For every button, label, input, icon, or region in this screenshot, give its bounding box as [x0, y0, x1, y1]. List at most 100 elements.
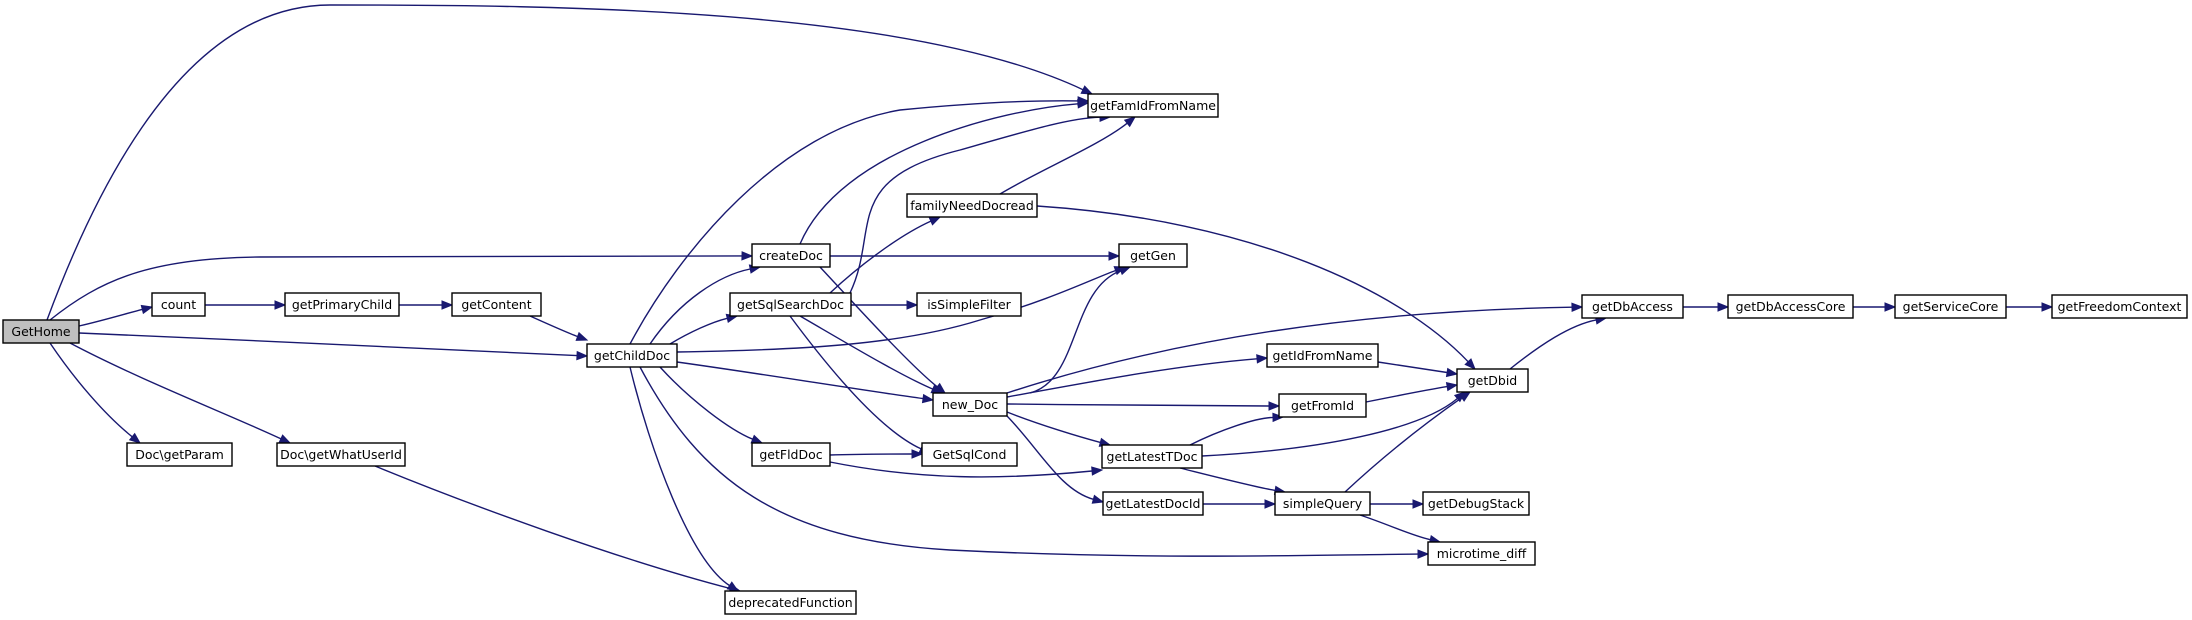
node-get-db-access-core[interactable]: getDbAccessCore [1727, 294, 1854, 319]
edge-arrowhead [1445, 381, 1459, 392]
edge-new-doc-to-get-id-from-name [1006, 354, 1269, 398]
node-box [921, 442, 1018, 467]
edge-simple-query-to-microtime-diff [1359, 514, 1442, 545]
node-label: getDebugStack [1428, 496, 1525, 511]
edge-line [676, 361, 924, 400]
edge-doc-get-what-user-id-to-deprecated-function [374, 465, 742, 593]
edge-arrowhead [741, 251, 754, 261]
edge-get-db-access-core-to-get-service-core [1852, 302, 1897, 312]
node-get-home[interactable]: GetHome [2, 319, 80, 344]
node-get-primary-child[interactable]: getPrimaryChild [284, 292, 400, 317]
edge-arrowhead [575, 331, 589, 341]
edge-line [1365, 385, 1448, 403]
node-box [1727, 294, 1854, 319]
edge-arrowhead [1717, 302, 1730, 312]
node-label: microtime_diff [1437, 546, 1527, 561]
node-microtime-diff[interactable]: microtime_diff [1427, 541, 1536, 566]
edge-line [46, 4, 1084, 321]
edge-arrowhead [576, 350, 589, 361]
edge-line [529, 315, 578, 338]
node-deprecated-function[interactable]: deprecatedFunction [724, 590, 857, 615]
edge-line [639, 366, 1419, 557]
edge-line [849, 116, 1101, 294]
edge-line [1029, 269, 1121, 394]
edge-family-need-docread-to-get-fam-id-from-name [999, 116, 1137, 195]
edge-line [999, 122, 1128, 195]
edge-arrowhead [1412, 499, 1425, 509]
edge-get-primary-child-to-get-content [399, 300, 454, 310]
edge-count-to-get-primary-child [205, 300, 287, 310]
edge-arrowhead [911, 449, 924, 459]
edge-line [1006, 306, 1573, 394]
node-label: Doc\getWhatUserId [280, 447, 402, 462]
edge-arrowhead [1123, 116, 1137, 128]
edge-arrowhead [1464, 358, 1476, 370]
edge-line [1006, 403, 1270, 407]
node-label: deprecatedFunction [728, 595, 852, 610]
node-get-sql-cond[interactable]: GetSqlCond [921, 442, 1018, 467]
edge-line [49, 342, 133, 438]
node-get-db-access[interactable]: getDbAccess [1581, 294, 1684, 319]
edge-arrowhead [1458, 391, 1472, 402]
edge-get-dbid-to-get-db-access [1509, 315, 1608, 370]
edge-line [789, 315, 922, 450]
node-get-sql-search-doc[interactable]: getSqlSearchDoc [729, 292, 852, 317]
edge-arrowhead [1077, 99, 1090, 109]
node-get-content[interactable]: getContent [451, 292, 542, 317]
node-get-gen[interactable]: getGen [1118, 243, 1188, 268]
node-get-id-from-name[interactable]: getIdFromName [1266, 343, 1379, 368]
node-label: getFamIdFromName [1090, 98, 1216, 113]
node-box [284, 292, 400, 317]
node-simple-query[interactable]: simpleQuery [1274, 491, 1371, 516]
edge-get-latest-tdoc-to-simple-query [1179, 467, 1287, 495]
node-box [151, 292, 206, 317]
edge-get-latest-doc-id-to-simple-query [1203, 499, 1277, 509]
node-get-freedom-context[interactable]: getFreedomContext [2051, 294, 2188, 319]
node-get-debug-stack[interactable]: getDebugStack [1422, 491, 1530, 516]
edge-get-home-to-get-fam-id-from-name [46, 4, 1094, 321]
node-is-simple-filter[interactable]: isSimpleFilter [916, 292, 1022, 317]
node-get-fld-doc[interactable]: getFldDoc [751, 442, 831, 467]
edge-line [799, 103, 1079, 245]
edge-get-child-doc-to-microtime-diff [639, 366, 1430, 559]
node-get-latest-doc-id[interactable]: getLatestDocId [1102, 491, 1204, 516]
node-get-from-id[interactable]: getFromId [1278, 393, 1367, 418]
edge-get-child-doc-to-get-sql-search-doc [669, 313, 739, 345]
edge-line [49, 254, 743, 321]
edge-arrowhead [750, 434, 764, 444]
node-box [1102, 491, 1204, 516]
node-doc-get-what-user-id[interactable]: Doc\getWhatUserId [276, 442, 406, 467]
node-create-doc[interactable]: createDoc [751, 243, 831, 268]
edge-arrowhead [1091, 494, 1105, 504]
node-label: getFromId [1291, 398, 1354, 413]
edge-line [1036, 205, 1469, 363]
node-box [1101, 444, 1203, 469]
node-box [906, 193, 1038, 218]
node-label: GetHome [11, 324, 71, 339]
node-get-dbid[interactable]: getDbid [1456, 368, 1529, 393]
node-label: getLatestTDoc [1107, 449, 1198, 464]
node-get-service-core[interactable]: getServiceCore [1894, 294, 2007, 319]
node-label: getSqlSearchDoc [737, 297, 844, 312]
node-label: familyNeedDocread [910, 198, 1034, 213]
node-get-fam-id-from-name[interactable]: getFamIdFromName [1087, 93, 1219, 118]
node-family-need-docread[interactable]: familyNeedDocread [906, 193, 1038, 218]
node-box [724, 590, 857, 615]
node-box [751, 442, 831, 467]
edge-line [1359, 514, 1431, 541]
edge-arrowhead [1264, 499, 1277, 509]
node-box [729, 292, 852, 317]
edge-arrowhead [1268, 401, 1281, 411]
node-box [276, 442, 406, 467]
node-get-latest-tdoc[interactable]: getLatestTDoc [1101, 444, 1203, 469]
edge-line [1189, 416, 1274, 446]
edge-arrowhead [2041, 302, 2054, 312]
node-count[interactable]: count [151, 292, 206, 317]
node-doc-get-param[interactable]: Doc\getParam [126, 442, 233, 467]
node-box [1266, 343, 1379, 368]
node-box [1118, 243, 1188, 268]
node-box [751, 243, 831, 268]
edge-line [1006, 358, 1258, 398]
node-get-child-doc[interactable]: getChildDoc [586, 343, 678, 368]
node-new-doc[interactable]: new_Doc [932, 392, 1008, 417]
